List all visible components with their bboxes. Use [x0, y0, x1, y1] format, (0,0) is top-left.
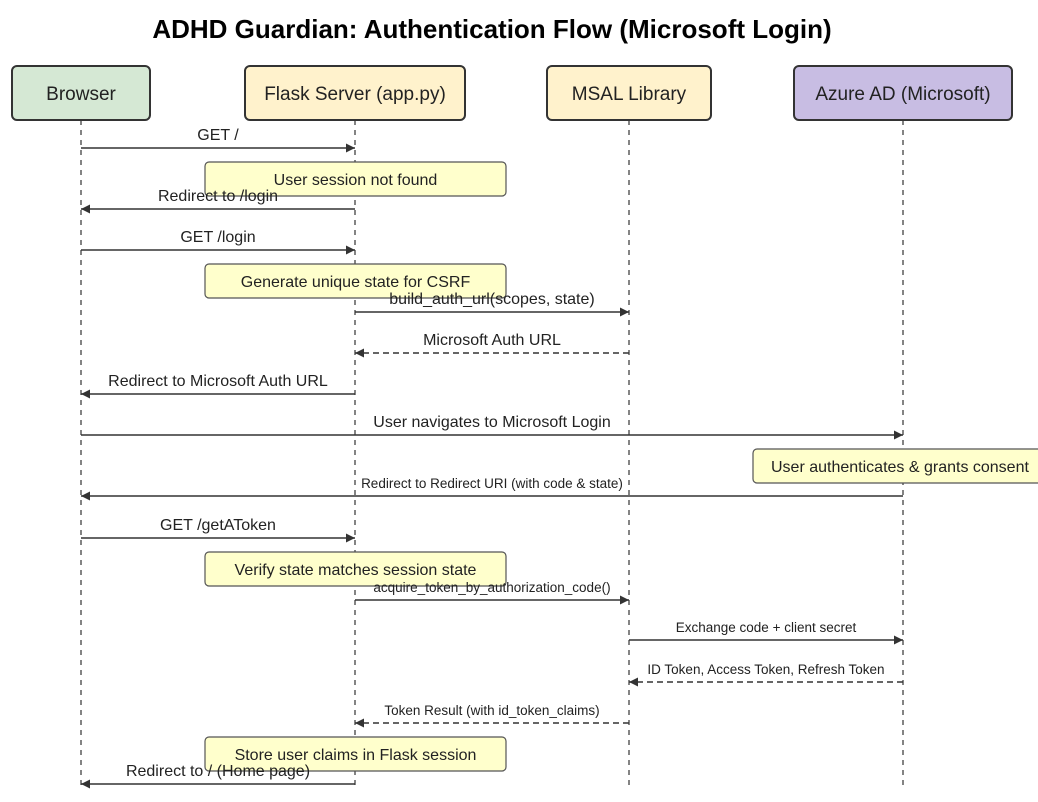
message-label: Exchange code + client secret: [676, 620, 857, 635]
note-text: Generate unique state for CSRF: [241, 274, 471, 291]
participant-label: MSAL Library: [572, 84, 687, 105]
participant-label: Flask Server (app.py): [264, 84, 446, 105]
message-label: User navigates to Microsoft Login: [373, 414, 610, 431]
message: ID Token, Access Token, Refresh Token: [629, 662, 903, 687]
message: GET /getAToken: [81, 517, 355, 543]
note: User authenticates & grants consent: [752, 448, 1038, 484]
participant-box: [546, 65, 712, 121]
message-label: Redirect to Microsoft Auth URL: [108, 373, 328, 390]
note-text: Store user claims in Flask session: [235, 747, 477, 764]
message-label: acquire_token_by_authorization_code(): [373, 580, 610, 595]
message: acquire_token_by_authorization_code(): [355, 580, 629, 605]
note: Generate unique state for CSRF: [204, 263, 507, 299]
participant-box: [793, 65, 1013, 121]
participant-flask: Flask Server (app.py): [244, 65, 466, 121]
participant-box: [11, 65, 151, 121]
message: Token Result (with id_token_claims): [355, 703, 629, 728]
message-label: Token Result (with id_token_claims): [384, 703, 599, 718]
note-box: [204, 161, 507, 197]
note-box: [752, 448, 1038, 484]
message: GET /login: [81, 229, 355, 255]
message: Microsoft Auth URL: [355, 332, 629, 358]
note-box: [204, 736, 507, 772]
note-box: [204, 263, 507, 299]
message-label: build_auth_url(scopes, state): [389, 291, 594, 308]
note-box: [204, 551, 507, 587]
participant-msal: MSAL Library: [546, 65, 712, 121]
participant-browser: Browser: [11, 65, 151, 121]
message-label: GET /login: [180, 229, 255, 246]
message: build_auth_url(scopes, state): [355, 291, 629, 317]
note: User session not found: [204, 161, 507, 197]
message: User navigates to Microsoft Login: [81, 414, 903, 440]
participant-azure: Azure AD (Microsoft): [793, 65, 1013, 121]
note-text: Verify state matches session state: [235, 562, 477, 579]
message-label: Microsoft Auth URL: [423, 332, 561, 349]
message-label: Redirect to / (Home page): [126, 763, 310, 780]
message: GET /: [81, 127, 355, 153]
participant-box: [244, 65, 466, 121]
participants: Browser Flask Server (app.py) MSAL Library…: [11, 65, 1013, 121]
message: Redirect to / (Home page): [81, 763, 355, 789]
participant-label: Browser: [46, 84, 116, 105]
note-text: User authenticates & grants consent: [771, 459, 1029, 476]
message-label: ID Token, Access Token, Refresh Token: [647, 662, 884, 677]
diagram-title: ADHD Guardian: Authentication Flow (Micr…: [152, 14, 831, 44]
note: Store user claims in Flask session: [204, 736, 507, 772]
message-label: Redirect to /login: [158, 188, 278, 205]
message: Redirect to Redirect URI (with code & st…: [81, 476, 903, 501]
participant-label: Azure AD (Microsoft): [815, 84, 990, 105]
message-label: GET /: [197, 127, 239, 144]
message: Redirect to /login: [81, 188, 355, 214]
message: Exchange code + client secret: [629, 620, 903, 645]
note-text: User session not found: [274, 172, 438, 189]
note: Verify state matches session state: [204, 551, 507, 587]
message: Redirect to Microsoft Auth URL: [81, 373, 355, 399]
message-label: GET /getAToken: [160, 517, 276, 534]
message-label: Redirect to Redirect URI (with code & st…: [361, 476, 623, 491]
